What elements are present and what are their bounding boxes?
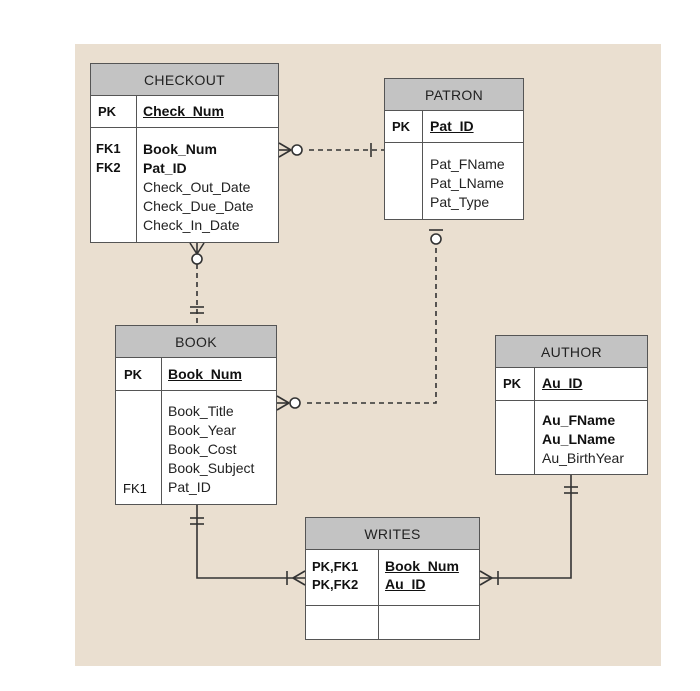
pk-attribute: Check_Num bbox=[143, 103, 224, 119]
attribute: Book_Num bbox=[143, 141, 217, 157]
many-optional-icon bbox=[189, 242, 205, 265]
divider bbox=[378, 549, 379, 639]
pk-attribute: Au_ID bbox=[385, 576, 426, 592]
attribute: Check_Out_Date bbox=[143, 179, 251, 195]
pk-label: PK bbox=[98, 104, 117, 119]
entity-title: PATRON bbox=[385, 79, 523, 111]
attribute: Book_Subject bbox=[168, 460, 255, 476]
rel-author-writes-line bbox=[480, 475, 572, 579]
one-to-many-icon bbox=[479, 570, 499, 586]
entity-book[interactable]: BOOK PK Book_Num Book_Title Book_Year Bo… bbox=[115, 325, 277, 505]
pk-attribute: Book_Num bbox=[168, 366, 242, 382]
divider bbox=[91, 127, 278, 128]
entity-title: BOOK bbox=[116, 326, 276, 358]
attribute: Book_Cost bbox=[168, 441, 237, 457]
many-optional-icon bbox=[278, 142, 303, 158]
divider bbox=[116, 390, 276, 391]
one-and-only-one-icon bbox=[564, 486, 578, 494]
attribute: Pat_ID bbox=[168, 479, 211, 495]
pk-label: PK,FK2 bbox=[312, 577, 359, 592]
entity-checkout[interactable]: CHECKOUT PK Check_Num FK1 FK2 Book_Num P… bbox=[90, 63, 279, 243]
entity-title: CHECKOUT bbox=[91, 64, 278, 96]
entity-title: AUTHOR bbox=[496, 336, 647, 368]
attribute: Book_Title bbox=[168, 403, 234, 419]
attribute: Au_FName bbox=[542, 412, 616, 428]
attribute: Check_Due_Date bbox=[143, 198, 254, 214]
fk-label: FK2 bbox=[96, 160, 121, 175]
divider bbox=[136, 95, 137, 242]
entity-writes[interactable]: WRITES PK,FK1 PK,FK2 Book_Num Au_ID bbox=[305, 517, 480, 640]
divider bbox=[161, 357, 162, 504]
divider bbox=[496, 400, 647, 401]
pk-attribute: Pat_ID bbox=[430, 118, 474, 134]
pk-label: PK bbox=[124, 367, 143, 382]
divider bbox=[534, 367, 535, 474]
attribute: Au_BirthYear bbox=[542, 450, 624, 466]
entity-author[interactable]: AUTHOR PK Au_ID Au_FName Au_LName Au_Bir… bbox=[495, 335, 648, 475]
pk-label: PK bbox=[503, 376, 522, 391]
entity-patron[interactable]: PATRON PK Pat_ID Pat_FName Pat_LName Pat… bbox=[384, 78, 524, 220]
entity-title: WRITES bbox=[306, 518, 479, 550]
attribute: Pat_Type bbox=[430, 194, 490, 210]
pk-label: PK,FK1 bbox=[312, 559, 359, 574]
attribute: Au_LName bbox=[542, 431, 616, 447]
attribute: Pat_LName bbox=[430, 175, 504, 191]
rel-book-patron-line bbox=[307, 248, 437, 404]
many-optional-icon bbox=[276, 395, 301, 411]
attribute: Check_In_Date bbox=[143, 217, 240, 233]
attribute: Pat_ID bbox=[143, 160, 187, 176]
one-to-many-icon bbox=[286, 570, 306, 586]
pk-label: PK bbox=[392, 119, 411, 134]
one-optional-icon bbox=[429, 229, 443, 245]
rel-book-writes-line bbox=[196, 505, 305, 579]
one-and-only-one-icon bbox=[190, 306, 204, 314]
attribute: Book_Year bbox=[168, 422, 236, 438]
divider bbox=[422, 110, 423, 219]
pk-attribute: Au_ID bbox=[542, 375, 583, 391]
attribute: Pat_FName bbox=[430, 156, 505, 172]
fk-label: FK1 bbox=[123, 481, 147, 496]
pk-attribute: Book_Num bbox=[385, 558, 459, 574]
divider bbox=[306, 605, 479, 606]
fk-label: FK1 bbox=[96, 141, 121, 156]
divider bbox=[385, 142, 523, 143]
one-and-only-one-icon bbox=[190, 517, 204, 525]
